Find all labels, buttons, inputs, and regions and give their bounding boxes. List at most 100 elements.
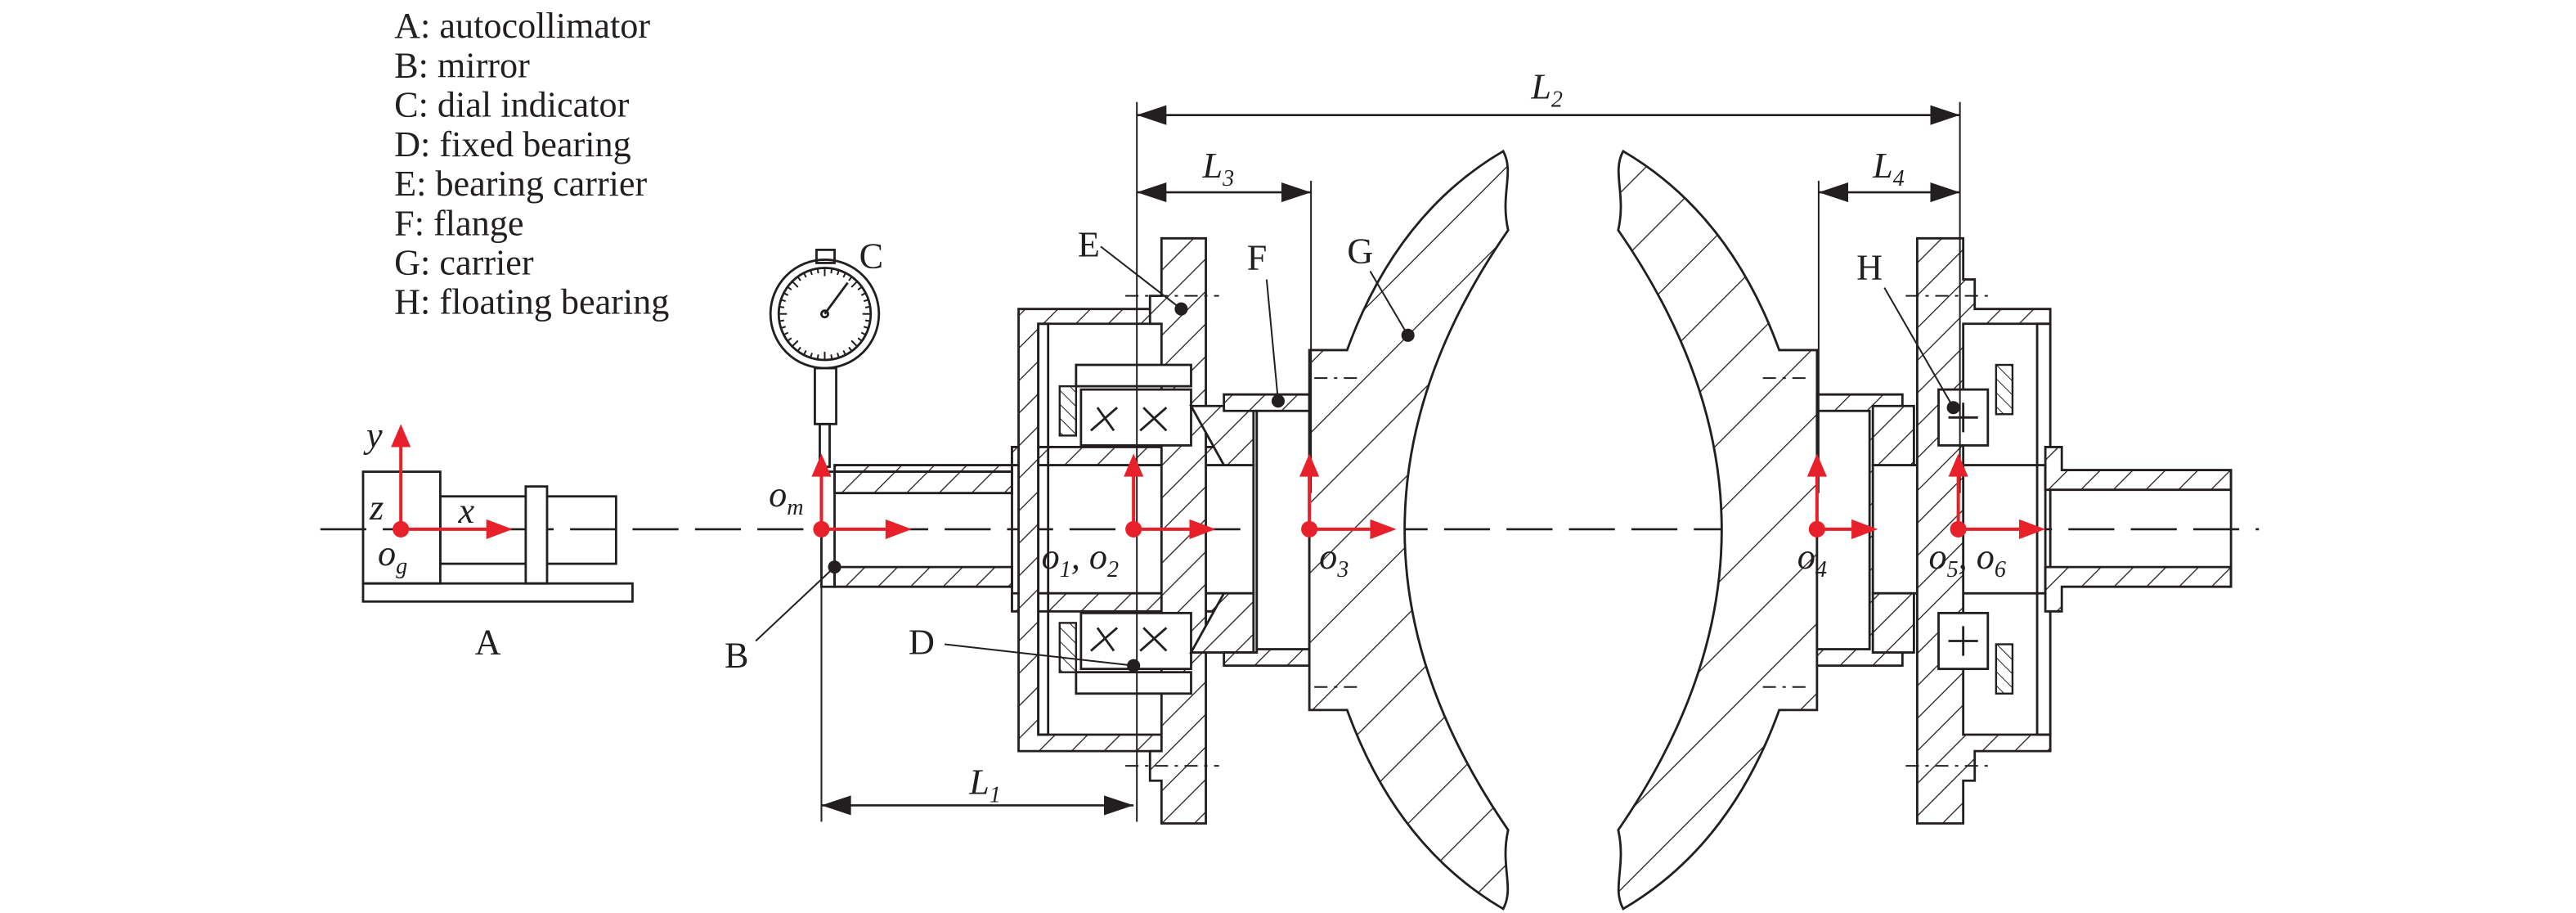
origin-o4-label: o4: [1797, 537, 1827, 582]
label-d: D: [909, 623, 935, 663]
axis-z-label: z: [369, 488, 384, 528]
dial-tick: [787, 286, 792, 291]
carrier: G: [1308, 149, 1819, 911]
origin-dot: [1950, 520, 1967, 537]
dial-tick: [783, 331, 789, 336]
dial-tick: [810, 269, 813, 276]
dial-tick: [803, 272, 807, 278]
dial-tick: [791, 281, 799, 288]
arrowhead: [821, 795, 851, 816]
autocollimator: A y z x og: [361, 415, 634, 663]
dial-tick: [830, 268, 833, 274]
dim-l4-label: L4: [1872, 146, 1905, 191]
legend-item-e: E: bearing carrier: [394, 164, 647, 204]
arrowhead: [1930, 182, 1960, 203]
dimensions: L2 L3 L4 L1: [820, 67, 1961, 822]
x-arrow-icon: [2018, 519, 2046, 539]
dial-tick: [848, 276, 853, 281]
dial-tick: [863, 299, 869, 303]
frame-o4: [1806, 453, 1878, 539]
dial-tick: [810, 353, 813, 358]
legend-item-f: F: flange: [394, 203, 523, 243]
dial-tick: [864, 319, 871, 322]
dial-tick: [797, 346, 801, 352]
dial-tick: [791, 340, 799, 348]
label-f: F: [1247, 237, 1268, 277]
legend-item-h: H: floating bearing: [394, 282, 669, 322]
legend: A: autocollimator B: mirror C: dial indi…: [394, 6, 669, 322]
flange-left: F: [1223, 237, 1311, 668]
x-arrow-icon: [1851, 519, 1878, 539]
arrowhead: [1930, 105, 1960, 125]
arrowhead: [1818, 182, 1849, 203]
dial-tick: [797, 276, 801, 281]
dial-tick: [779, 305, 785, 308]
dim-l4-line: [1818, 182, 1960, 203]
origin-o1-o2-label: o1, o2: [1042, 537, 1119, 582]
frame-om: [811, 453, 912, 539]
frame-og: [391, 424, 513, 539]
dial-tick: [842, 350, 846, 356]
origin-o5-o6-label: o5, o6: [1928, 537, 2005, 582]
label-e: E: [1078, 224, 1100, 264]
legend-item-a: A: autocollimator: [394, 6, 650, 46]
y-arrow-icon: [1124, 453, 1144, 477]
dial-tick: [857, 286, 863, 291]
dial-tick: [787, 337, 792, 342]
origin-dot: [1808, 520, 1825, 537]
dial-tick: [779, 319, 785, 322]
dial-tick: [816, 268, 819, 274]
legend-item-c: C: dial indicator: [394, 85, 629, 125]
legend-item-b: B: mirror: [394, 45, 530, 85]
arrowhead: [1104, 795, 1134, 816]
dial-tick: [816, 354, 819, 360]
origin-om-label: om: [769, 474, 803, 520]
x-arrow-icon: [1189, 519, 1216, 539]
dial-tick: [780, 299, 787, 303]
coordinate-frames: [391, 424, 2046, 539]
frame-o1-o2: [1124, 453, 1216, 539]
arrowhead: [1137, 182, 1167, 203]
label-g: G: [1347, 231, 1373, 271]
dial-tick: [837, 353, 840, 358]
dim-l3-line: [1137, 182, 1312, 203]
label-h: H: [1856, 248, 1883, 288]
dim-l1-line: [821, 795, 1134, 816]
x-arrow-icon: [885, 519, 912, 539]
y-arrow-icon: [811, 453, 832, 477]
dial-tick: [857, 337, 863, 342]
dial-tick: [783, 292, 789, 296]
origin-dot: [1125, 520, 1142, 537]
dial-tick: [860, 292, 867, 296]
origin-o3-label: o3: [1319, 537, 1349, 582]
y-arrow-icon: [1948, 453, 1968, 477]
y-arrow-icon: [391, 424, 411, 448]
x-arrow-icon: [486, 519, 513, 539]
origin-og-label: og: [378, 533, 407, 579]
axis-x-label: x: [457, 491, 474, 531]
fixed-bearing-assembly: E D: [909, 224, 1255, 825]
arrowhead: [1137, 105, 1167, 125]
frame-o5-o6: [1948, 453, 2046, 539]
axis-y-label: y: [363, 415, 383, 455]
legend-item-g: G: carrier: [394, 243, 534, 283]
dial-tick: [864, 305, 871, 308]
dim-l1-label: L1: [968, 762, 1001, 807]
origin-dot: [393, 520, 410, 537]
dial-tick: [830, 354, 833, 360]
frame-o3: [1299, 453, 1397, 539]
dial-tick: [837, 269, 840, 276]
y-arrow-icon: [1299, 453, 1320, 477]
dial-tick: [842, 272, 846, 278]
dim-l2-label: L2: [1530, 67, 1563, 113]
origin-dot: [813, 520, 830, 537]
dial-tick: [848, 346, 853, 352]
legend-item-d: D: fixed bearing: [394, 124, 631, 164]
origin-dot: [1301, 520, 1318, 537]
arrowhead: [1281, 182, 1312, 203]
dial-tick: [863, 326, 869, 330]
dim-l3-label: L3: [1202, 146, 1235, 191]
dial-tick: [803, 350, 807, 356]
mirror-leader: [755, 566, 836, 642]
dial-indicator: C: [769, 236, 883, 468]
